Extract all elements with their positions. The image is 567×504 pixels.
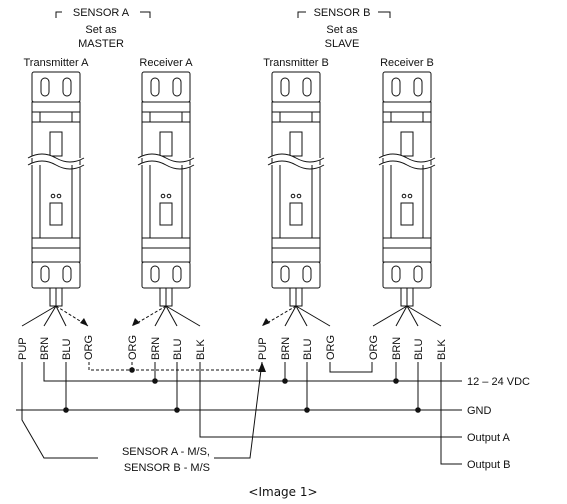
fanout-receiver-b: [372, 305, 442, 327]
ground-label: GND: [467, 405, 492, 417]
sensor-b-role-line1: Set as: [326, 24, 358, 36]
ms-label-line1: SENSOR A - M/S,: [122, 446, 210, 458]
output-a-label: Output A: [467, 432, 510, 444]
output-b-wire: [440, 362, 462, 465]
ms-label-line2: SENSOR B - M/S: [124, 462, 210, 474]
receiver-a-device: [137, 71, 195, 307]
device-label-receiver-b: Receiver B: [380, 57, 434, 69]
sensor-b-role-line2: SLAVE: [325, 38, 360, 50]
wire-label-ra-org: ORG: [127, 335, 139, 360]
fanout-receiver-a: [131, 305, 201, 327]
junction-dot: [129, 367, 135, 373]
transmitter-a-device: [27, 71, 85, 307]
sensor-a-role-line1: Set as: [85, 24, 117, 36]
transmitter-b-device: [267, 71, 325, 307]
wire-label-rb-blk: BLK: [436, 339, 448, 360]
wire-label-ra-blk: BLK: [195, 339, 207, 360]
wire-label-ta-blu: BLU: [61, 339, 73, 360]
ms-leader-lines: [21, 361, 266, 459]
fanout-transmitter-b: [261, 305, 331, 327]
fanout-transmitter-a: [21, 305, 89, 327]
sensor-a-bracket: SENSOR A Set as MASTER: [55, 7, 151, 50]
device-label-transmitter-a: Transmitter A: [24, 57, 90, 69]
figure-caption: <Image 1>: [248, 485, 317, 499]
supply-label: 12 – 24 VDC: [467, 376, 530, 388]
wire-label-ta-pup: PUP: [17, 337, 29, 360]
wire-label-tb-blu: BLU: [302, 339, 314, 360]
wire-label-rb-blu: BLU: [413, 339, 425, 360]
wire-label-rb-org: ORG: [368, 335, 380, 360]
output-a-wire: [199, 362, 462, 438]
ground-rail: [16, 362, 462, 413]
wire-label-ta-org: ORG: [83, 335, 95, 360]
wire-label-ra-brn: BRN: [150, 337, 162, 360]
wire-label-rb-brn: BRN: [391, 337, 403, 360]
sensor-b-title: SENSOR B: [314, 7, 371, 19]
wire-label-tb-pup: PUP: [257, 337, 269, 360]
device-label-transmitter-b: Transmitter B: [263, 57, 329, 69]
receiver-b-device: [378, 71, 436, 307]
supply-rail: [43, 362, 462, 384]
sensor-a-title: SENSOR A: [73, 7, 130, 19]
org-solid-link-b: [329, 362, 373, 373]
sensor-a-role-line2: MASTER: [78, 38, 124, 50]
wire-label-tb-org: ORG: [325, 335, 337, 360]
device-label-receiver-a: Receiver A: [139, 57, 193, 69]
wire-label-ta-brn: BRN: [39, 337, 51, 360]
sensor-b-bracket: SENSOR B Set as SLAVE: [297, 7, 391, 50]
wire-label-tb-brn: BRN: [280, 337, 292, 360]
wire-label-ra-blu: BLU: [172, 339, 184, 360]
output-b-label: Output B: [467, 459, 510, 471]
